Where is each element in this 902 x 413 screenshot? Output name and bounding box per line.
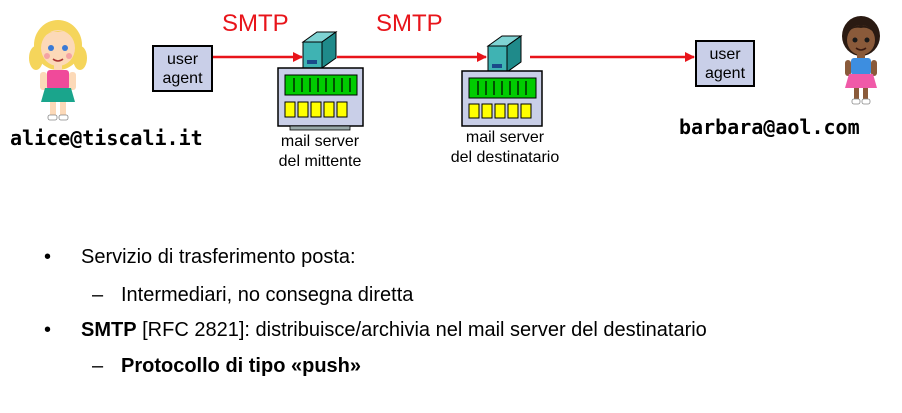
sender-user-agent-line2: agent: [162, 70, 203, 87]
bullet-marker: •: [44, 246, 52, 268]
bullet-text: [RFC 2821]: distribuisce/archivia nel ma…: [136, 319, 707, 341]
sender-server-label-line1: mail server: [280, 133, 360, 150]
receiver-server-label-line2: del destinatario: [450, 149, 560, 166]
sender-user-agent-line1: user: [166, 51, 199, 68]
bullet-marker: •: [44, 319, 52, 341]
bullet-bold-text: SMTP: [81, 319, 137, 341]
dash-marker: –: [92, 284, 104, 306]
sender-server-label-line2: del mittente: [278, 153, 362, 170]
barbara-avatar-icon: [842, 16, 880, 105]
bullet-bold-text: Protocollo di tipo «push»: [121, 355, 361, 377]
bullet-text: Servizio di trasferimento posta:: [81, 246, 356, 268]
bullet-text: Intermediari, no consegna diretta: [121, 284, 414, 306]
receiver-user-agent-box: user agent: [695, 40, 755, 87]
bullet-text-line: Protocollo di tipo «push»: [121, 355, 361, 378]
receiver-user-agent-line1: user: [709, 46, 741, 63]
alice-avatar-icon: [29, 20, 87, 121]
sender-server-label: mail server del mittente: [255, 132, 385, 172]
alice-email: alice@tiscali.it: [10, 126, 203, 150]
bullet-text-line: SMTP [RFC 2821]: distribuisce/archivia n…: [81, 319, 707, 342]
sender-mail-server-icon: [277, 31, 364, 131]
receiver-mail-server-icon: [461, 35, 543, 127]
smtp-label-1: SMTP: [222, 10, 289, 37]
barbara-email: barbara@aol.com: [679, 115, 860, 139]
dash-marker: –: [92, 355, 104, 377]
sender-user-agent-box: user agent: [152, 45, 213, 92]
smtp-label-2: SMTP: [376, 10, 443, 37]
receiver-server-label: mail server del destinatario: [430, 128, 580, 168]
receiver-server-label-line1: mail server: [465, 129, 545, 146]
receiver-user-agent-line2: agent: [704, 65, 746, 82]
